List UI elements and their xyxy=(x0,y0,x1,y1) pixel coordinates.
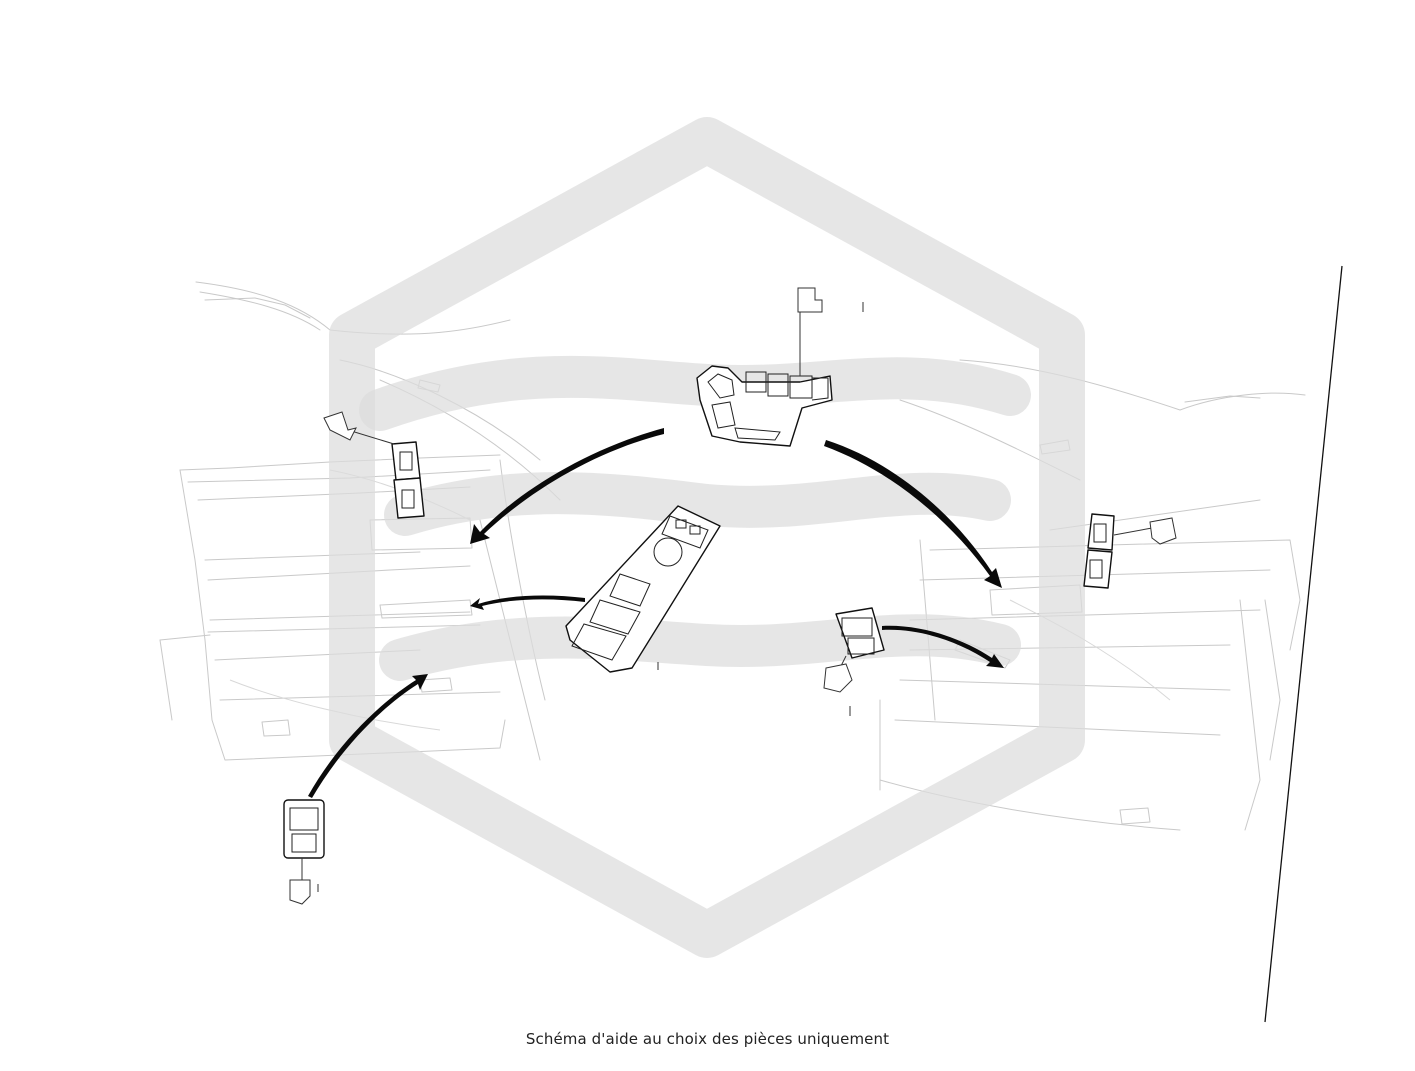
right-door-outline xyxy=(879,359,1306,831)
lock-switch-icon xyxy=(323,411,425,519)
diagram-caption: Schéma d'aide au choix des pièces unique… xyxy=(525,1030,890,1048)
arrow-icons xyxy=(308,428,1004,798)
window-switch-icon xyxy=(283,799,325,905)
lock-switch-icon xyxy=(1083,513,1177,589)
window-switch-icon xyxy=(565,505,721,673)
frame-line xyxy=(1264,265,1343,1023)
window-switch-icon xyxy=(823,607,885,716)
seat-switch-icon xyxy=(696,287,864,447)
